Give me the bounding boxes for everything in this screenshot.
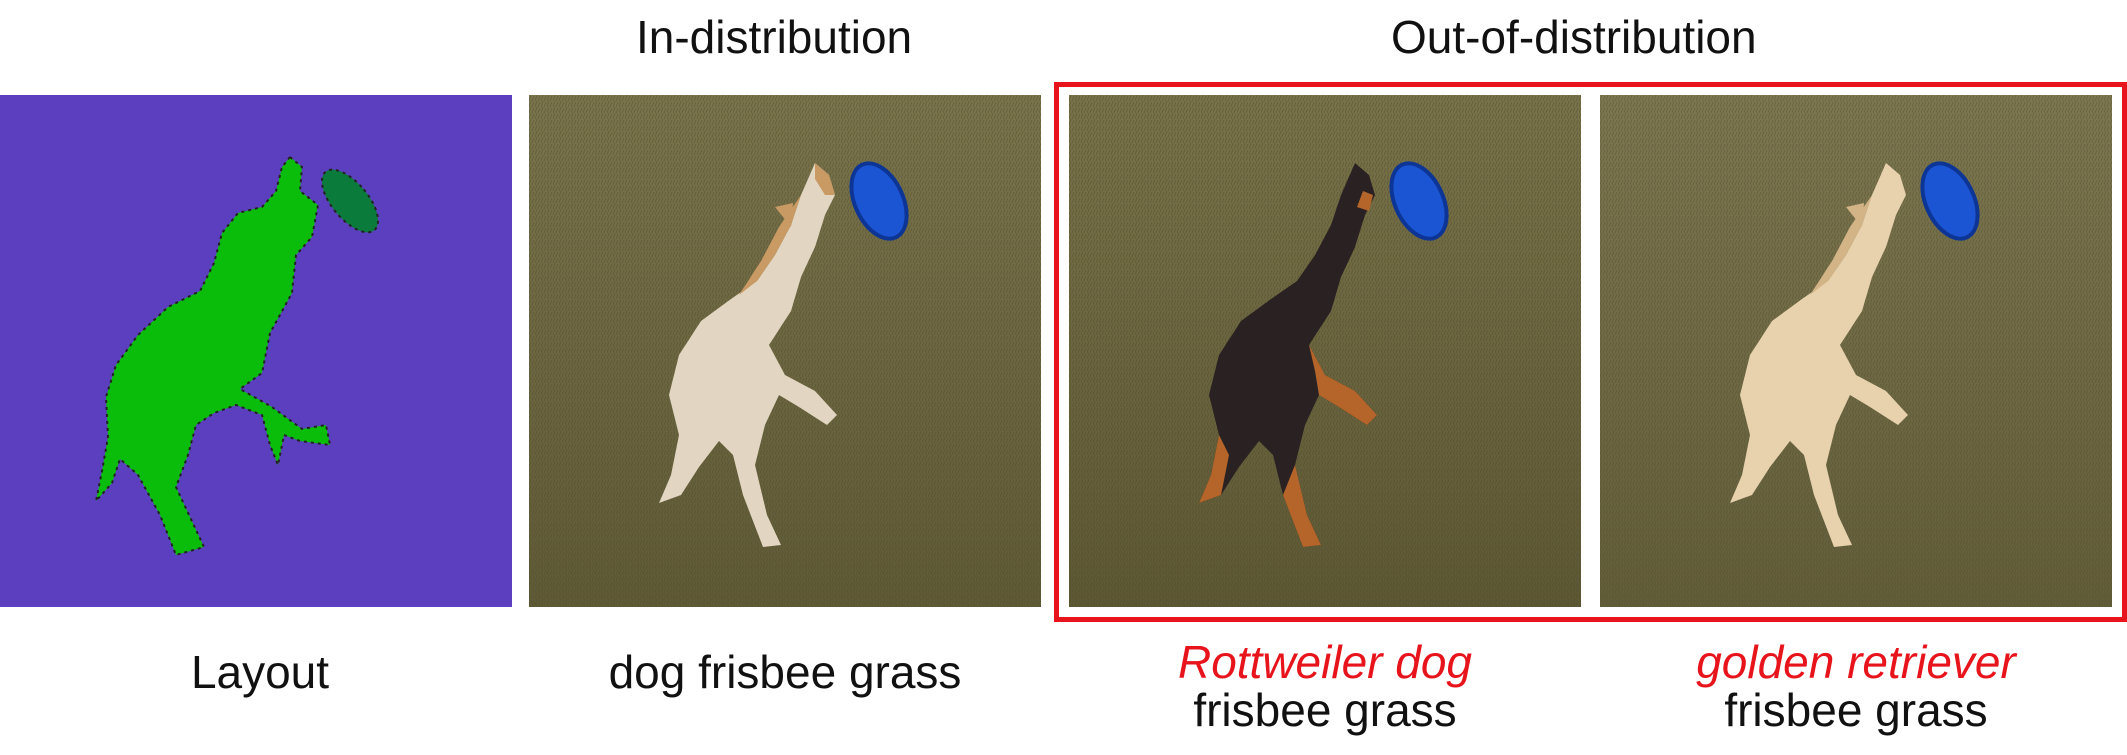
caption-layout: Layout [190,646,330,698]
heading-out-of-distribution: Out-of-distribution [1391,11,1757,63]
layout-map-image [0,95,512,607]
heading-in-distribution: In-distribution [636,11,913,63]
caption-rottweiler-rest: frisbee grass [1193,684,1457,736]
in-distribution-image [529,95,1041,607]
caption-golden-retriever-rest: frisbee grass [1724,684,1988,736]
golden-retriever-image [1600,95,2112,607]
caption-rottweiler: Rottweiler dog frisbee grass [1065,638,1585,734]
rottweiler-image [1069,95,1581,607]
caption-in-distribution: dog frisbee grass [608,646,962,698]
caption-rottweiler-accent: Rottweiler dog [1177,636,1473,688]
caption-golden-retriever-accent: golden retriever [1696,636,2016,688]
caption-golden-retriever: golden retriever frisbee grass [1596,638,2116,734]
